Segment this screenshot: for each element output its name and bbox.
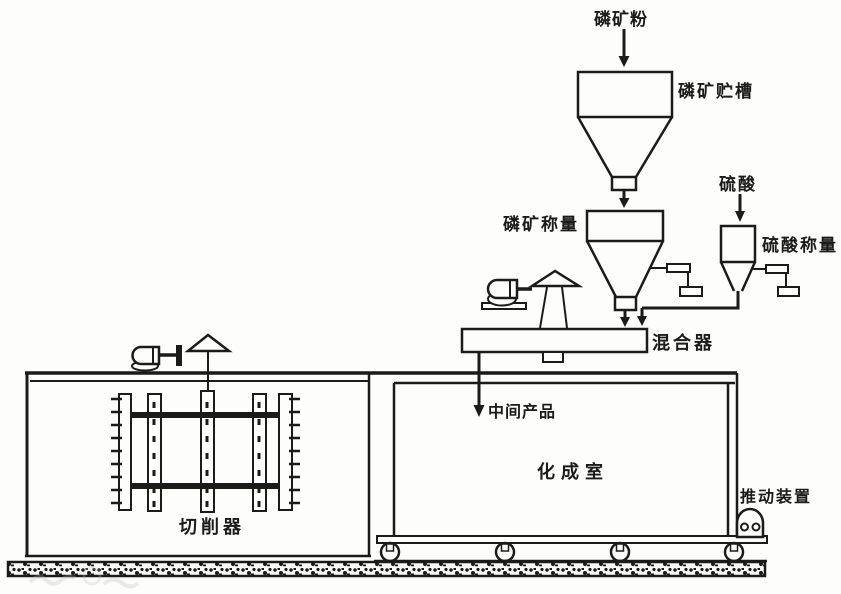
ground-strip bbox=[6, 560, 767, 578]
phosphate-powder-label: 磷矿粉 bbox=[594, 9, 648, 29]
drive-cone-icon bbox=[184, 333, 233, 353]
curing-chamber-label: 化成室 bbox=[537, 461, 609, 482]
weigher-body bbox=[585, 209, 665, 243]
motor-body-icon bbox=[486, 278, 519, 300]
scale-lever bbox=[765, 264, 789, 274]
pusher-dome-icon bbox=[735, 507, 765, 539]
watermark bbox=[28, 566, 140, 589]
phosphate-scale bbox=[649, 263, 703, 297]
cutter-cross-bar bbox=[131, 483, 279, 489]
storage-outlet-arrow-head bbox=[619, 198, 630, 208]
wheel-bracket bbox=[500, 543, 510, 552]
agitator-stem-left bbox=[539, 286, 548, 329]
pusher-label: 推动装置 bbox=[740, 487, 812, 506]
sulfuric-acid-section: 硫酸 硫酸称量 bbox=[637, 174, 838, 326]
wheel-bracket bbox=[615, 543, 625, 552]
cutter-label: 切削器 bbox=[179, 516, 245, 537]
acid-pipe-arrow-head bbox=[637, 316, 647, 326]
cutter-motor bbox=[131, 333, 233, 394]
cutter-teeth-right bbox=[289, 397, 300, 505]
weigher-outlet-arrow-head bbox=[620, 317, 630, 327]
sulfuric-weigher-cone bbox=[719, 261, 757, 292]
phosphate-weighing-hopper: 磷矿称量 bbox=[503, 209, 703, 327]
cutter-slat-notches bbox=[152, 402, 261, 507]
product-arrow-head bbox=[473, 405, 485, 417]
sulfuric-weigher-body bbox=[719, 224, 757, 264]
mixer-body bbox=[460, 327, 649, 354]
motor-body-icon bbox=[131, 345, 161, 366]
mixer-motor bbox=[481, 278, 532, 310]
storage-hopper-outlet bbox=[610, 175, 638, 192]
mixer-bottom-notch bbox=[542, 351, 564, 363]
cutter-slat bbox=[252, 393, 267, 512]
acid-pipe bbox=[642, 291, 740, 310]
cutter-cross-bar bbox=[131, 412, 279, 418]
shaft-coupling bbox=[176, 345, 182, 366]
cutter-slat bbox=[147, 393, 162, 512]
sulfuric-scale bbox=[751, 264, 800, 297]
cutter-assembly: 切削器 bbox=[111, 333, 300, 537]
scale-lever bbox=[666, 263, 691, 273]
mixer-label: 混合器 bbox=[652, 332, 715, 353]
cutter-slat bbox=[200, 390, 215, 513]
wheel-bracket bbox=[729, 543, 739, 552]
pusher-eye-icon bbox=[740, 522, 749, 532]
weigher-outlet bbox=[613, 295, 638, 312]
storage-hopper-body bbox=[576, 70, 674, 119]
cart-wheels bbox=[379, 541, 745, 563]
building-frame: 化成室 bbox=[25, 371, 739, 558]
phosphate-storage-hopper: 磷矿贮槽 bbox=[576, 70, 754, 208]
intermediate-product-label: 中间产品 bbox=[488, 402, 556, 421]
cart-and-rail: 推动装置 bbox=[374, 487, 812, 563]
pusher-device: 推动装置 bbox=[735, 487, 812, 539]
scale-weight bbox=[679, 286, 703, 297]
cart-platform bbox=[376, 535, 768, 544]
sulfuric-acid-label: 硫酸 bbox=[719, 174, 757, 194]
mixer-section: 混合器 中间产品 bbox=[460, 269, 715, 421]
agitator-stem-right bbox=[561, 286, 568, 329]
cutter-teeth-left bbox=[111, 397, 122, 505]
sulfuric-feed-arrow-head bbox=[735, 211, 745, 222]
phosphate-feed: 磷矿粉 bbox=[594, 9, 648, 67]
phosphate-weigher-label: 磷矿称量 bbox=[503, 214, 579, 234]
scale-weight bbox=[777, 286, 800, 297]
mixer-agitator bbox=[527, 269, 584, 329]
sulfuric-weigher-label: 硫酸称量 bbox=[762, 235, 838, 255]
pusher-eye-icon bbox=[751, 522, 761, 532]
storage-tank-label: 磷矿贮槽 bbox=[678, 81, 754, 101]
agitator-cone-icon bbox=[527, 269, 584, 288]
storage-hopper-cone bbox=[576, 116, 674, 178]
wheel-bracket bbox=[385, 543, 395, 552]
feed-arrow-head bbox=[618, 56, 630, 67]
